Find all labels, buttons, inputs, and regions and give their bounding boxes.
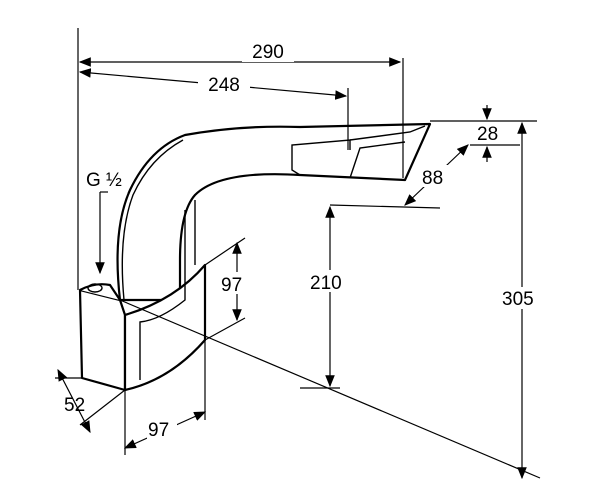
dimension-label-52: 52 <box>64 395 85 416</box>
dimension-label-28: 28 <box>477 124 498 145</box>
dimension-label-248: 248 <box>208 75 240 96</box>
thread-connection-icon <box>87 283 103 293</box>
dimension-label-88: 88 <box>422 168 443 189</box>
dimension-label-210: 210 <box>310 273 342 294</box>
dimension-label-290: 290 <box>252 42 284 63</box>
dimension-label-97-width: 97 <box>148 420 169 441</box>
dimension-label-97-height: 97 <box>221 275 242 296</box>
thread-label: G ½ <box>86 170 122 191</box>
dimension-label-305: 305 <box>502 289 534 310</box>
faucet-outline <box>78 122 432 392</box>
